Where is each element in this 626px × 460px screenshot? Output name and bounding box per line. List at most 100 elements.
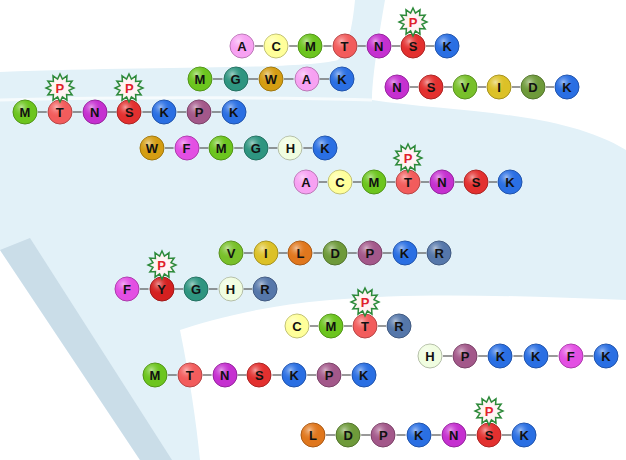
residue-circle: P [316,362,342,388]
phospho-star: P [114,73,144,103]
peptide-bond [410,86,418,87]
circle-shine [230,34,254,58]
peptide-bond [478,355,487,356]
circle-shine [352,363,376,387]
peptide-bond [353,181,361,182]
phospho-label: P [409,16,418,29]
residue-circle: V [452,74,478,100]
circle-fill [187,100,211,124]
residue-letter: C [292,320,301,333]
peptide-bond [200,147,209,148]
circle-shine [367,34,391,58]
peptide-bond [244,252,253,253]
residue-letter: M [216,142,227,155]
residue-circle: A [294,66,320,92]
residue-letter: G [251,142,261,155]
residue-circle: W [139,135,165,161]
residue-letter: D [528,81,537,94]
circle-shine [140,136,164,160]
circle-shine [213,363,237,387]
circle-fill [294,170,318,194]
residue-circle: C [284,313,310,339]
circle-shine [301,423,325,447]
residue-circle: P [452,343,478,369]
residue-letter: S [485,429,494,442]
residue-circle: G [183,276,209,302]
residue-letter: M [195,73,206,86]
circle-shine [555,75,579,99]
residue-letter: L [309,429,317,442]
residue-letter: T [341,40,349,53]
residue-letter: K [320,142,329,155]
circle-fill [295,67,319,91]
residue-letter: N [374,40,383,53]
circle-fill [559,344,583,368]
residue-letter: V [461,81,470,94]
residue-letter: F [183,142,191,155]
circle-shine [330,67,354,91]
residue-letter: L [296,247,304,260]
circle-fill [498,170,522,194]
residue-circle: M [142,362,168,388]
phospho-star: P [393,143,423,173]
star-outline [475,397,503,425]
residue-circle: T [332,33,358,59]
residue-letter: H [425,350,434,363]
residue-letter: H [226,283,235,296]
residue-letter: M [150,369,161,382]
residue-letter: W [265,73,277,86]
circle-shine [288,241,312,265]
phospho-label: P [55,82,64,95]
circle-shine [244,136,268,160]
residue-circle: M [208,135,234,161]
residue-letter: G [191,283,201,296]
residue-circle: D [520,74,546,100]
residue-circle: N [366,33,392,59]
phospho-star: P [474,396,504,426]
phospho-label: P [485,405,494,418]
circle-fill [264,34,288,58]
peptide-bond [455,181,463,182]
residue-circle: I [486,74,512,100]
peptide-bond [272,374,281,375]
residue-letter: K [601,350,610,363]
circle-fill [259,67,283,91]
phospho-star: P [398,7,428,37]
residue-circle: S [246,362,272,388]
circle-fill [435,34,459,58]
circle-fill [418,344,442,368]
peptide-bond [165,147,174,148]
peptide-bond [383,252,392,253]
residue-circle: G [223,66,249,92]
residue-circle: V [218,240,244,266]
circle-shine [317,363,341,387]
residue-letter: K [289,369,298,382]
circle-shine [219,241,243,265]
circle-shine [453,75,477,99]
peptide-bond [38,111,47,112]
circle-fill [209,136,233,160]
phospho-star: P [45,73,75,103]
peptide-bond [392,45,400,46]
peptide-bond [378,325,386,326]
circle-fill [285,314,309,338]
peptide-bond [142,111,151,112]
circle-fill [115,277,139,301]
peptide-bond [348,252,357,253]
residue-letter: D [343,429,352,442]
residue-letter: C [335,176,344,189]
circle-shine [435,34,459,58]
residue-letter: K [159,106,168,119]
residue-letter: Y [157,283,166,296]
circle-fill [385,75,409,99]
residue-circle: L [287,240,313,266]
circle-fill [152,100,176,124]
circle-fill [453,75,477,99]
peptide-bond [549,355,558,356]
circle-shine [323,241,347,265]
circle-fill [244,136,268,160]
circle-shine [253,277,277,301]
residue-circle: H [218,276,244,302]
circle-fill [362,170,386,194]
